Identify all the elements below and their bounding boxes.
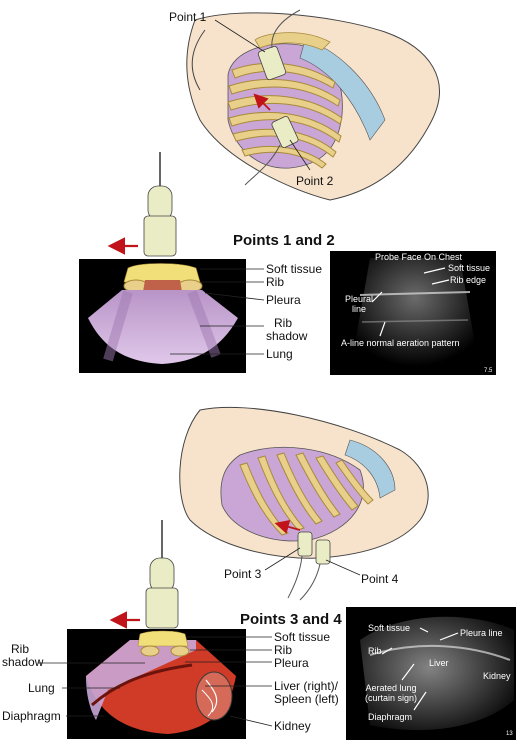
us-a-line-label: A-line normal aeration pattern [341,338,460,348]
label-diaphragm: Diaphragm [2,709,61,723]
label-soft-tissue-bottom: Soft tissue [274,630,331,644]
label-lung-top: Lung [266,347,293,361]
ultrasound-schematic-bottom [38,629,273,739]
ultrasound-schematic-top [79,259,265,373]
label-kidney: Kidney [274,719,311,733]
label-soft-tissue-top: Soft tissue [266,262,323,276]
us-soft-tissue-label-top: Soft tissue [448,263,491,273]
label-lung-bottom: Lung [28,681,55,695]
torso-drawing-bottom [179,406,429,601]
us-rib-label: Rib [368,646,382,656]
point-4-label: Point 4 [361,572,399,586]
point-2-label: Point 2 [296,174,334,188]
us-header-label: Probe Face On Chest [375,252,463,262]
label-pleura-bottom: Pleura [274,656,309,670]
section-title-points-1-2: Points 1 and 2 [233,232,335,249]
point-3-label: Point 3 [224,567,262,581]
us-liver-label: Liver [429,658,449,668]
us-corner-label-bottom: 13 [506,731,513,737]
label-rib-top: Rib [266,275,285,289]
label-rib-bottom: Rib [274,643,293,657]
ultrasound-image-top [330,251,496,375]
us-rib-edge-label: Rib edge [450,275,487,285]
label-liver-spleen: Liver (right)/Spleen (left) [274,679,339,706]
ultrasound-image-bottom [346,607,516,740]
probe-diagram-top [107,152,177,257]
label-pleura-top: Pleura [266,293,301,307]
section-title-points-3-4: Points 3 and 4 [240,611,342,628]
us-kidney-label: Kidney [483,671,511,681]
us-soft-tissue-label-bottom: Soft tissue [368,623,411,633]
point-1-label: Point 1 [169,10,207,24]
probe-diagram-bottom [109,520,179,629]
us-diaphragm-label: Diaphragm [368,712,413,722]
torso-drawing-top [186,9,440,201]
us-pleura-line-label: Pleura line [460,628,503,638]
us-aerated-lung-label: Aerated lung(curtain sign) [364,683,418,703]
us-corner-label-top: 7.5 [484,368,493,374]
